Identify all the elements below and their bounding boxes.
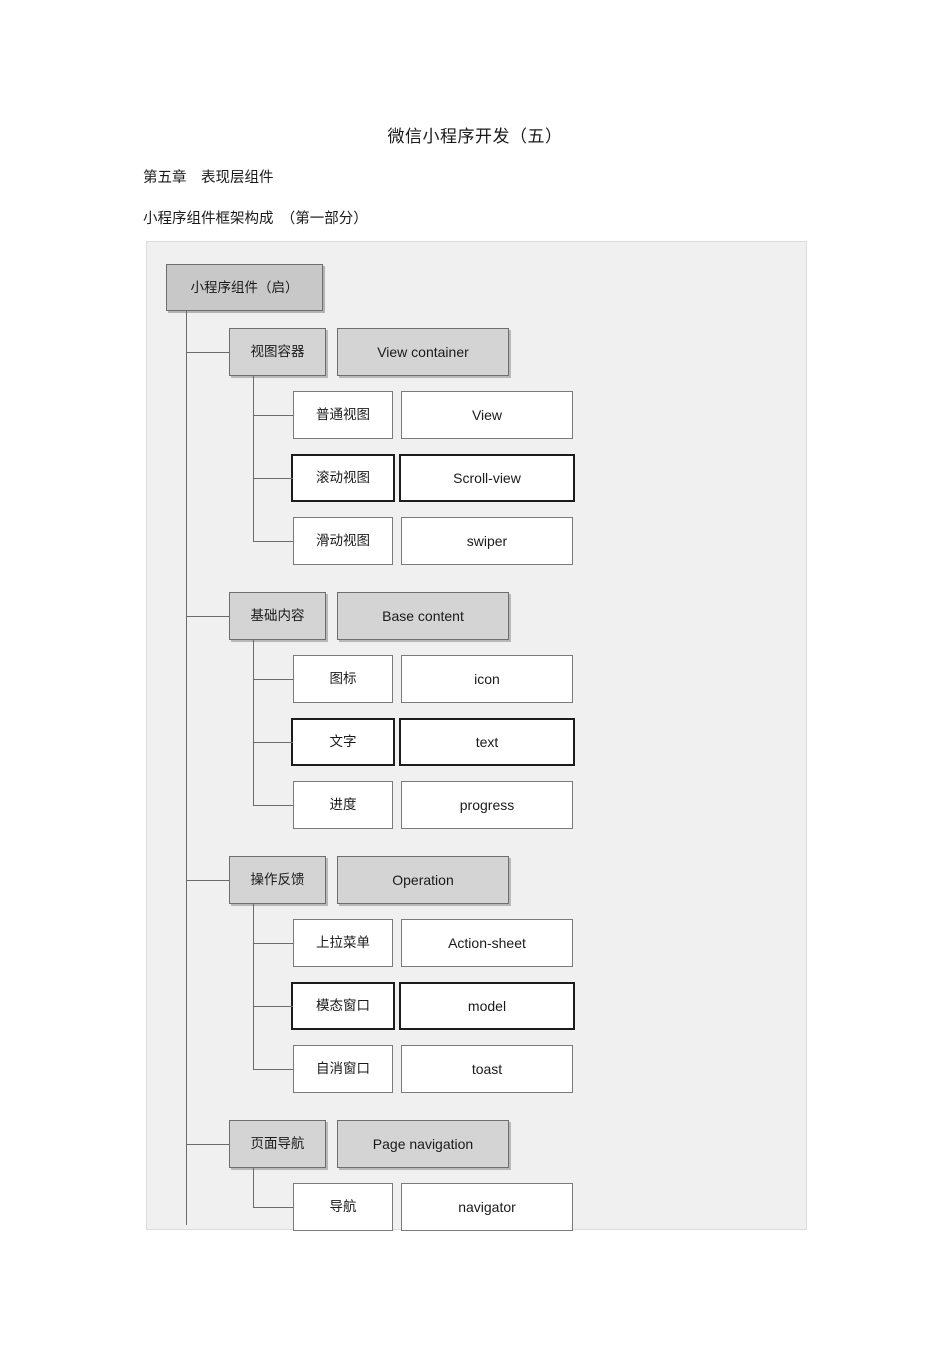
connector-sub-to-leaf-3-1	[253, 943, 293, 944]
leaf-1-1-en-label: View	[471, 407, 503, 423]
leaf-3-1-en-label: Action-sheet	[448, 935, 526, 951]
connector-sub-to-leaf-1-2	[253, 478, 293, 479]
leaf-3-2-cn: 模态窗口	[291, 982, 395, 1030]
root-node-label: 小程序组件（启）	[190, 279, 299, 295]
leaf-2-2-cn: 文字	[291, 718, 395, 766]
leaf-2-3-cn: 进度	[293, 781, 393, 829]
leaf-1-2-en: Scroll-view	[399, 454, 575, 502]
leaf-4-1-cn-label: 导航	[329, 1199, 357, 1215]
category-3-en: Operation	[337, 856, 509, 904]
leaf-1-3-en-label: swiper	[466, 533, 508, 549]
connector-sub-to-leaf-1-3	[253, 541, 293, 542]
leaf-3-3-cn: 自消窗口	[293, 1045, 393, 1093]
connector-sub-to-leaf-3-2	[253, 1006, 293, 1007]
leaf-2-3-en: progress	[401, 781, 573, 829]
connector-trunk-to-category-4	[186, 1144, 229, 1145]
connector-trunk-to-category-2	[186, 616, 229, 617]
category-3-cn-label: 操作反馈	[250, 872, 305, 888]
leaf-4-1-cn: 导航	[293, 1183, 393, 1231]
connector-category-1-subtrunk	[253, 376, 254, 541]
leaf-1-2-en-label: Scroll-view	[453, 470, 521, 486]
category-3-cn: 操作反馈	[229, 856, 326, 904]
leaf-2-1-cn: 图标	[293, 655, 393, 703]
leaf-2-1-cn-label: 图标	[329, 671, 357, 687]
chapter-heading: 第五章 表现层组件	[143, 170, 274, 186]
leaf-4-1-en: navigator	[401, 1183, 573, 1231]
connector-sub-to-leaf-4-1	[253, 1207, 293, 1208]
leaf-3-3-en: toast	[401, 1045, 573, 1093]
category-2-cn-label: 基础内容	[250, 608, 305, 624]
connector-category-4-subtrunk	[253, 1168, 254, 1207]
leaf-1-1-cn: 普通视图	[293, 391, 393, 439]
leaf-4-1-en-label: navigator	[458, 1199, 516, 1215]
connector-sub-to-leaf-2-3	[253, 805, 293, 806]
leaf-1-3-cn-label: 滑动视图	[316, 533, 370, 549]
category-3-en-label: Operation	[392, 872, 454, 888]
leaf-2-2-cn-label: 文字	[329, 734, 357, 750]
leaf-2-3-cn-label: 进度	[329, 797, 357, 813]
category-1-en-label: View container	[377, 344, 469, 360]
leaf-3-2-cn-label: 模态窗口	[316, 998, 370, 1014]
category-4-en-label: Page navigation	[372, 1136, 474, 1152]
leaf-3-3-cn-label: 自消窗口	[316, 1061, 370, 1077]
leaf-3-3-en-label: toast	[471, 1061, 503, 1077]
leaf-2-3-en-label: progress	[459, 797, 515, 813]
leaf-1-3-cn: 滑动视图	[293, 517, 393, 565]
leaf-3-2-en: model	[399, 982, 575, 1030]
connector-category-3-subtrunk	[253, 904, 254, 1069]
leaf-3-2-en-label: model	[467, 998, 507, 1014]
connector-sub-to-leaf-2-2	[253, 742, 293, 743]
leaf-1-2-cn-label: 滚动视图	[316, 470, 370, 486]
leaf-1-3-en: swiper	[401, 517, 573, 565]
leaf-3-1-cn: 上拉菜单	[293, 919, 393, 967]
leaf-3-1-cn-label: 上拉菜单	[316, 935, 370, 951]
connector-trunk-to-category-1	[186, 352, 229, 353]
category-2-cn: 基础内容	[229, 592, 326, 640]
connector-main-trunk	[186, 311, 187, 1225]
component-framework-diagram: 小程序组件（启） 视图容器 View container 普通视图 View 滚动视图 Sc…	[146, 241, 807, 1231]
connector-sub-to-leaf-1-1	[253, 415, 293, 416]
leaf-2-2-en-label: text	[475, 734, 499, 750]
leaf-3-1-en: Action-sheet	[401, 919, 573, 967]
category-1-en: View container	[337, 328, 509, 376]
connector-trunk-to-category-3	[186, 880, 229, 881]
leaf-1-2-cn: 滚动视图	[291, 454, 395, 502]
category-4-cn: 页面导航	[229, 1120, 326, 1168]
category-2-en: Base content	[337, 592, 509, 640]
category-1-cn-label: 视图容器	[250, 344, 305, 360]
leaf-2-2-en: text	[399, 718, 575, 766]
root-node: 小程序组件（启）	[166, 264, 323, 311]
leaf-1-1-cn-label: 普通视图	[316, 407, 370, 423]
category-4-cn-label: 页面导航	[250, 1136, 305, 1152]
section-heading: 小程序组件框架构成 （第一部分）	[143, 211, 368, 227]
connector-sub-to-leaf-2-1	[253, 679, 293, 680]
connector-category-2-subtrunk	[253, 640, 254, 805]
leaf-2-1-en: icon	[401, 655, 573, 703]
category-2-en-label: Base content	[382, 608, 464, 624]
connector-sub-to-leaf-3-3	[253, 1069, 293, 1070]
leaf-2-1-en-label: icon	[474, 671, 500, 687]
page-title: 微信小程序开发（五）	[387, 127, 563, 146]
category-1-cn: 视图容器	[229, 328, 326, 376]
leaf-1-1-en: View	[401, 391, 573, 439]
category-4-en: Page navigation	[337, 1120, 509, 1168]
